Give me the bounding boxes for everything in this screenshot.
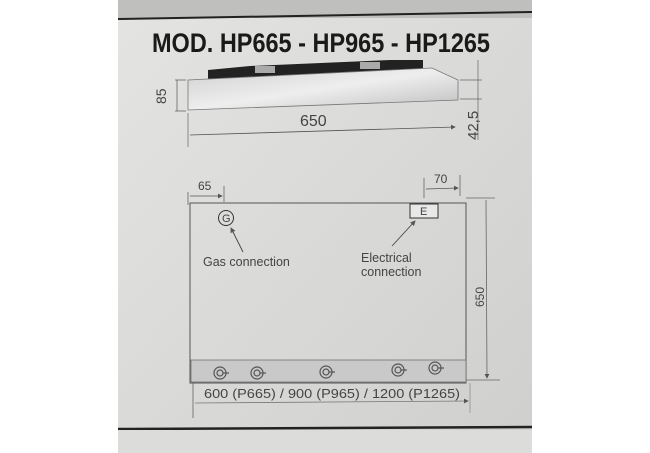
gas-connection-label: Gas connection xyxy=(203,255,290,269)
electrical-offset-label: 70 xyxy=(434,172,448,186)
gas-offset-label: 65 xyxy=(198,179,212,193)
knob-icon xyxy=(213,366,229,380)
bottom-rule xyxy=(117,425,533,431)
knob-icon xyxy=(428,361,444,375)
knob-icon xyxy=(250,366,266,380)
side-height-label: 42,5 xyxy=(465,111,482,140)
knob-icon xyxy=(391,363,407,377)
model-title: MOD. HP665 - HP965 - HP1265 xyxy=(152,28,490,58)
hob-body-side xyxy=(187,67,459,111)
gas-symbol-letter: G xyxy=(222,213,231,225)
electrical-label-line2: connection xyxy=(361,265,422,279)
gas-connection-symbol xyxy=(218,210,234,226)
hob-outline-top xyxy=(189,202,467,384)
width-variants-label: 600 (P665) / 900 (P965) / 1200 (P1265) xyxy=(204,387,460,401)
knob-icon xyxy=(319,365,335,379)
top-rule xyxy=(117,11,533,20)
electrical-symbol-letter: E xyxy=(420,206,427,218)
side-view: 85 650 42,5 xyxy=(153,60,482,147)
depth-label: 650 xyxy=(473,287,487,307)
control-knobs xyxy=(213,361,444,380)
height-label: 85 xyxy=(153,88,169,104)
top-view: 65 70 G Gas connection E Electrical conn… xyxy=(187,172,500,418)
electrical-label-line1: Electrical xyxy=(361,251,412,265)
width-label: 650 xyxy=(300,113,327,130)
electrical-connection-symbol xyxy=(409,203,439,219)
